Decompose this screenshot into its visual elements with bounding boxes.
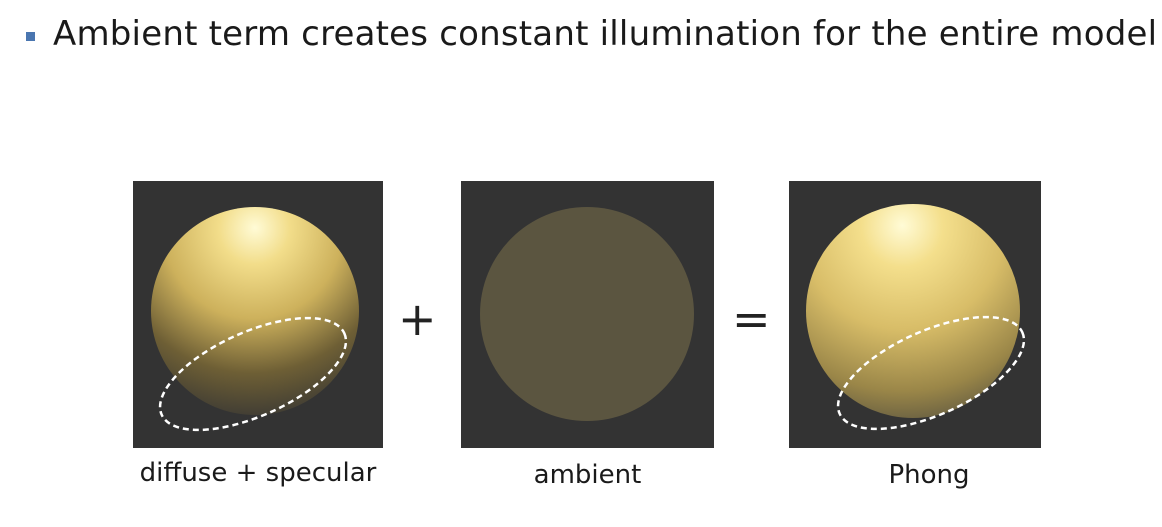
phong-image bbox=[789, 181, 1041, 448]
bullet-point: Ambient term creates constant illuminati… bbox=[26, 14, 1157, 54]
diffuse-specular-caption: diffuse + specular bbox=[139, 458, 377, 488]
plus-sign: + bbox=[398, 292, 437, 346]
diffuse-specular-image bbox=[133, 181, 383, 448]
phong-sphere bbox=[806, 204, 1026, 431]
equals-sign: = bbox=[732, 292, 771, 346]
slide-bullet-text: Ambient term creates constant illuminati… bbox=[53, 14, 1158, 54]
diffuse-specular-sphere bbox=[151, 207, 359, 432]
bullet-marker-icon bbox=[26, 31, 35, 41]
phong-caption: Phong bbox=[888, 460, 970, 490]
highlight-ellipse bbox=[836, 315, 1026, 431]
ambient-caption: ambient bbox=[533, 460, 642, 490]
highlight-ellipse bbox=[158, 316, 348, 432]
ambient-image bbox=[461, 181, 714, 448]
ambient-sphere bbox=[480, 207, 694, 421]
